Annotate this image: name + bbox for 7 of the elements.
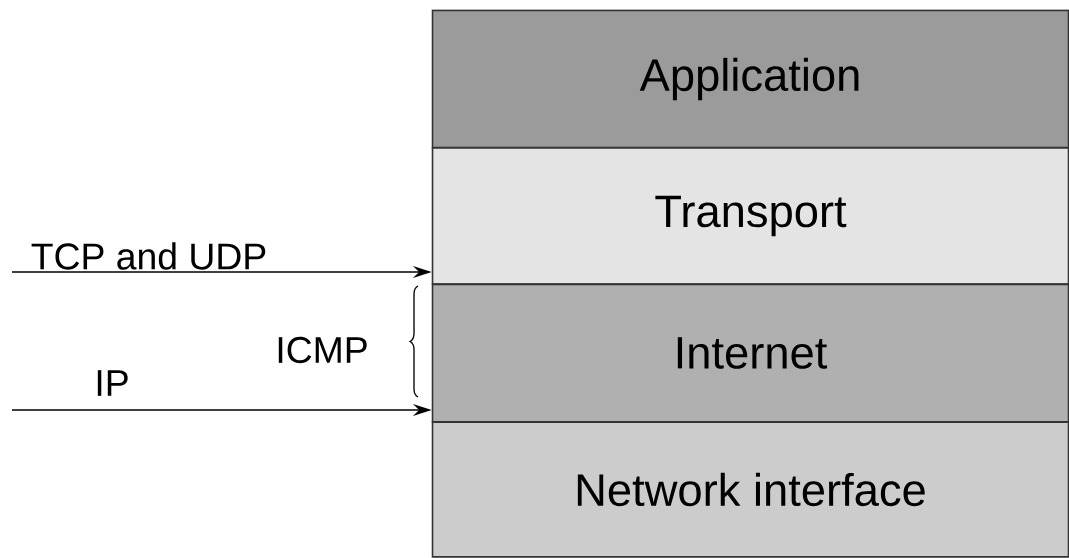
- brace-label: ICMP: [278, 336, 367, 364]
- edge-label: IP: [97, 370, 128, 396]
- edge-label: TCP and UDP: [31, 242, 266, 270]
- layer-box: Application: [431, 9, 1069, 149]
- layer-box: Network interface: [431, 421, 1069, 558]
- layer-box: Transport: [431, 147, 1069, 285]
- layer-box: Internet: [431, 283, 1069, 423]
